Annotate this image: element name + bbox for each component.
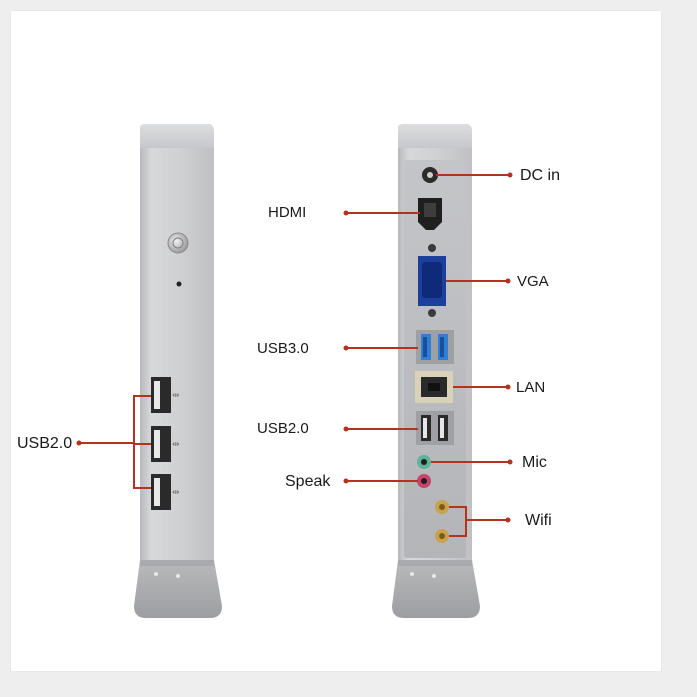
left-device-front: ⇹ ⇹ ⇹ (134, 124, 222, 618)
left-usb-bracket (79, 395, 151, 489)
label-vga: VGA (517, 273, 549, 290)
front-usb-port-1[interactable]: ⇹ (151, 377, 180, 413)
label-hdmi: HDMI (268, 204, 307, 221)
svg-text:⇹: ⇹ (172, 488, 180, 498)
right-device-back (392, 124, 480, 618)
svg-text:⇹: ⇹ (172, 391, 180, 401)
product-image-canvas (11, 11, 661, 671)
power-button-icon[interactable] (167, 232, 189, 254)
vga-port[interactable] (418, 244, 446, 317)
usb3-ports[interactable] (416, 330, 454, 364)
wifi-antenna-connectors[interactable] (435, 500, 449, 543)
front-usb-port-2[interactable]: ⇹ (151, 426, 180, 462)
label-wifi: Wifi (525, 512, 552, 529)
speaker-jack[interactable] (417, 474, 431, 488)
dc-in-port[interactable] (422, 167, 438, 183)
led-indicator (176, 281, 182, 287)
leader-endpoints (343, 172, 513, 523)
leader-lines (346, 174, 510, 537)
lan-port[interactable] (415, 371, 453, 403)
mic-jack[interactable] (417, 455, 431, 469)
usb2-ports[interactable] (416, 411, 454, 445)
svg-text:⇹: ⇹ (172, 440, 180, 450)
label-mic: Mic (522, 454, 547, 471)
label-speak: Speak (285, 473, 331, 490)
label-dc-in: DC in (520, 167, 561, 184)
label-usb3: USB3.0 (257, 340, 309, 357)
label-usb2: USB2.0 (257, 420, 309, 437)
label-left-usb2: USB2.0 (17, 435, 73, 452)
front-usb-port-3[interactable]: ⇹ (151, 474, 180, 510)
hdmi-port[interactable] (418, 198, 442, 230)
label-lan: LAN (516, 379, 546, 396)
